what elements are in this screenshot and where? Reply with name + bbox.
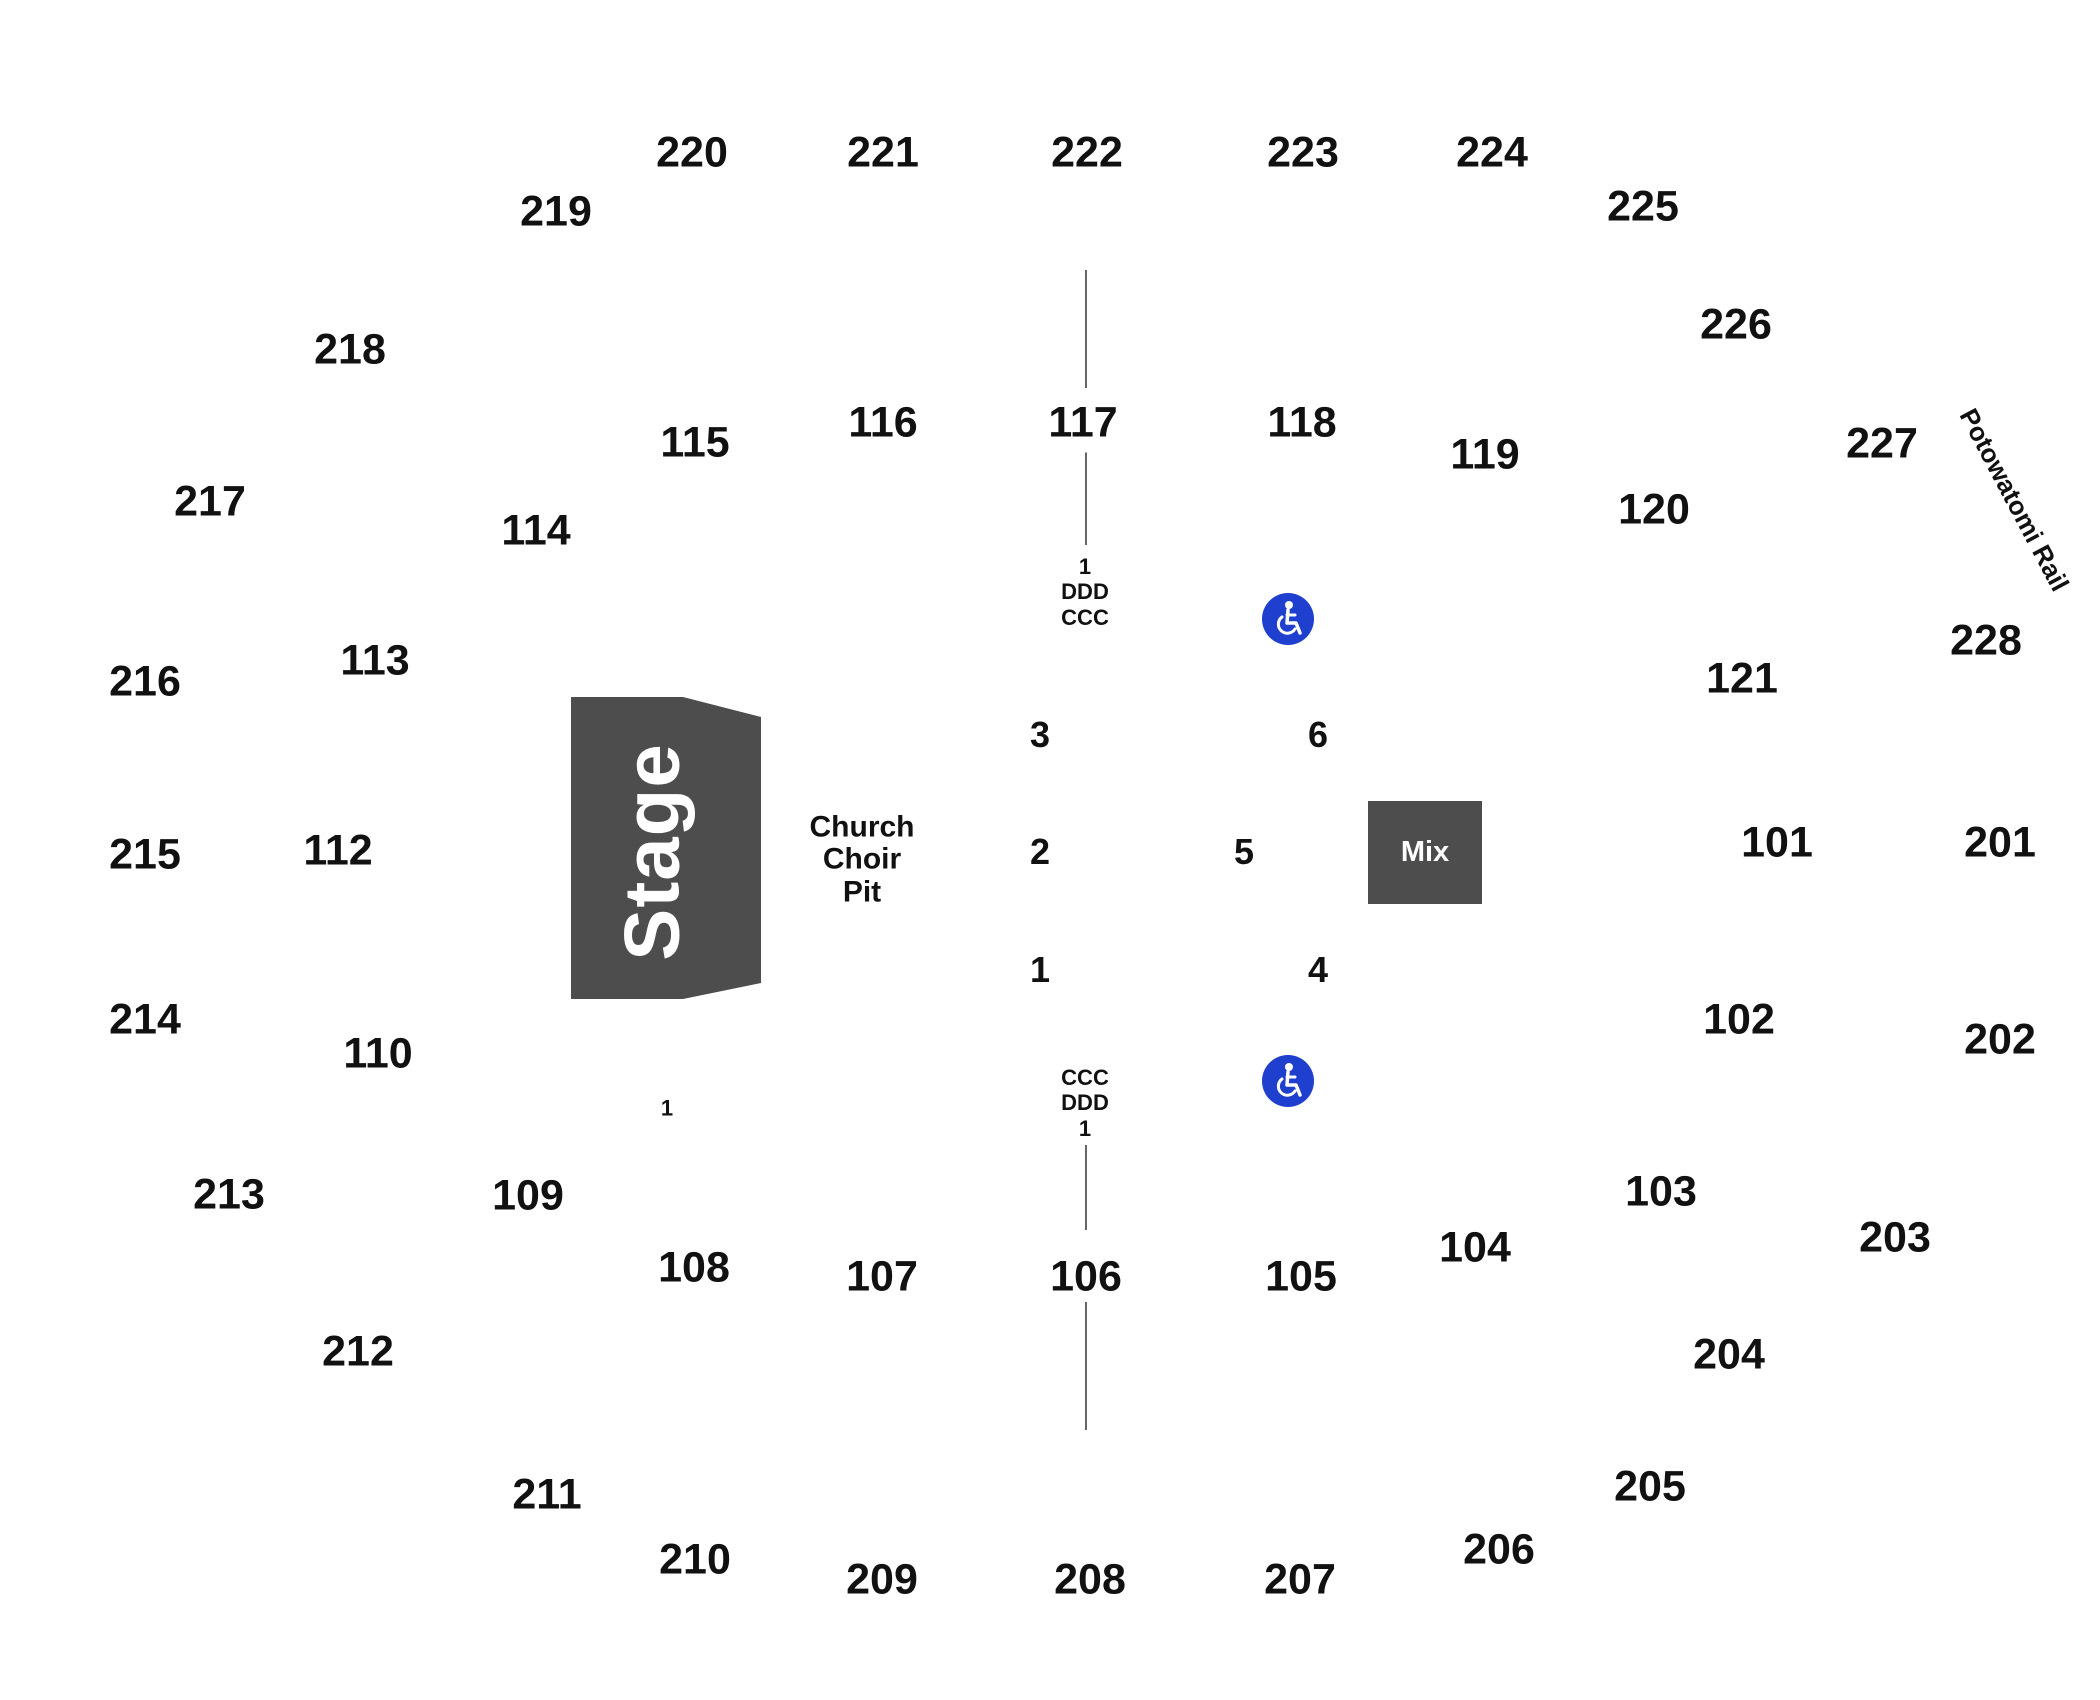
section-222[interactable]: 222 — [1051, 128, 1123, 177]
section-202[interactable]: 202 — [1964, 1015, 2036, 1064]
stage[interactable] — [571, 697, 761, 999]
section-215[interactable]: 215 — [109, 830, 181, 879]
row-marker-left: 1 — [660, 1095, 674, 1121]
section-116[interactable]: 116 — [848, 398, 918, 447]
section-216[interactable]: 216 — [109, 657, 181, 706]
section-212[interactable]: 212 — [322, 1327, 394, 1376]
section-225[interactable]: 225 — [1607, 182, 1679, 231]
potowatomi-rail-label: Potowatomi Rail — [1953, 403, 2076, 597]
section-219[interactable]: 219 — [520, 187, 592, 236]
section-103[interactable]: 103 — [1625, 1167, 1697, 1216]
row-marker-top: 1 DDD CCC — [1061, 554, 1109, 630]
wheelchair-icon[interactable] — [1262, 1055, 1314, 1107]
floor-section-1[interactable]: 1 — [1029, 949, 1051, 990]
section-214[interactable]: 214 — [109, 995, 181, 1044]
section-220[interactable]: 220 — [656, 128, 728, 177]
section-218[interactable]: 218 — [314, 325, 386, 374]
wheelchair-icon[interactable] — [1262, 593, 1314, 645]
section-201[interactable]: 201 — [1964, 818, 2036, 867]
church-choir-pit[interactable]: Church Choir Pit — [809, 810, 915, 909]
mix-label: Mix — [1400, 836, 1450, 868]
floor-section-6[interactable]: 6 — [1307, 714, 1329, 755]
section-118[interactable]: 118 — [1267, 398, 1337, 447]
section-113[interactable]: 113 — [340, 636, 410, 685]
floor-section-5[interactable]: 5 — [1233, 831, 1255, 872]
section-108[interactable]: 108 — [658, 1243, 730, 1292]
section-203[interactable]: 203 — [1859, 1213, 1931, 1262]
pit-line-2: Choir — [822, 842, 902, 876]
floor-section-4[interactable]: 4 — [1307, 949, 1329, 990]
aisle-line-bottom — [1085, 1145, 1087, 1230]
pit-line-1: Church — [809, 810, 915, 844]
section-117[interactable]: 117 — [1048, 393, 1118, 453]
section-106[interactable]: 106 — [1050, 1252, 1122, 1301]
floor-section-2[interactable]: 2 — [1029, 831, 1051, 872]
section-119[interactable]: 119 — [1450, 430, 1520, 479]
section-223[interactable]: 223 — [1267, 128, 1339, 177]
section-121[interactable]: 121 — [1706, 654, 1778, 703]
floor-section-3[interactable]: 3 — [1029, 714, 1051, 755]
section-104[interactable]: 104 — [1439, 1223, 1511, 1272]
section-221[interactable]: 221 — [847, 128, 919, 177]
section-110[interactable]: 110 — [343, 1029, 413, 1078]
section-205[interactable]: 205 — [1614, 1462, 1686, 1511]
row-marker-bottom: CCC DDD 1 — [1061, 1065, 1109, 1141]
section-115[interactable]: 115 — [660, 418, 730, 467]
section-217[interactable]: 217 — [174, 477, 246, 526]
section-105[interactable]: 105 — [1265, 1252, 1337, 1301]
section-206[interactable]: 206 — [1463, 1525, 1535, 1574]
aisle-line-top — [1085, 270, 1087, 388]
section-209[interactable]: 209 — [846, 1555, 918, 1604]
section-226[interactable]: 226 — [1700, 300, 1772, 349]
section-114[interactable]: 114 — [501, 506, 571, 555]
section-213[interactable]: 213 — [193, 1170, 265, 1219]
section-102[interactable]: 102 — [1703, 995, 1775, 1044]
section-207[interactable]: 207 — [1264, 1555, 1336, 1604]
aisle-line-bottom-lower — [1085, 1302, 1087, 1430]
section-120[interactable]: 120 — [1618, 485, 1690, 534]
section-211[interactable]: 211 — [512, 1470, 582, 1519]
stage-label: Stage — [607, 743, 696, 961]
aisle-line-top-lower — [1085, 450, 1087, 545]
section-224[interactable]: 224 — [1456, 128, 1528, 177]
section-101[interactable]: 101 — [1741, 818, 1813, 867]
section-109[interactable]: 109 — [492, 1171, 564, 1220]
section-112[interactable]: 112 — [303, 826, 373, 875]
section-107[interactable]: 107 — [846, 1252, 918, 1301]
section-208[interactable]: 208 — [1054, 1555, 1126, 1604]
pit-line-3: Pit — [842, 875, 882, 909]
section-228[interactable]: 228 — [1950, 616, 2022, 665]
section-210[interactable]: 210 — [659, 1535, 731, 1584]
section-227[interactable]: 227 — [1846, 419, 1918, 468]
mix-booth: Mix — [1368, 801, 1482, 904]
section-204[interactable]: 204 — [1693, 1330, 1765, 1379]
